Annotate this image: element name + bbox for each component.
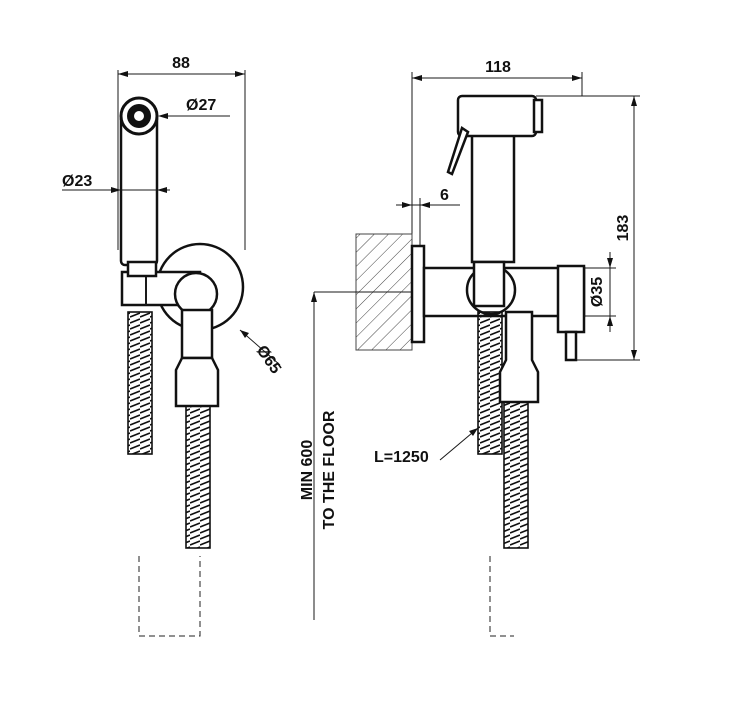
label-holder-diameter: Ø65 bbox=[253, 343, 284, 378]
front-view: 88 Ø27 Ø23 bbox=[62, 55, 284, 637]
dim-hose-length: L=1250 bbox=[374, 427, 479, 466]
label-right-width: 118 bbox=[485, 59, 511, 76]
label-head-diameter: Ø27 bbox=[186, 97, 216, 114]
shower-side bbox=[446, 94, 544, 308]
left-hose-handle bbox=[127, 311, 153, 455]
wall-holder bbox=[120, 242, 245, 408]
dim-holder-diameter: Ø65 bbox=[239, 329, 284, 378]
label-handle-diameter: Ø23 bbox=[62, 173, 92, 190]
right-hose-handle bbox=[477, 311, 503, 455]
dim-left-width: 88 bbox=[117, 55, 246, 250]
dim-floor-distance: MIN 600 TO THE FLOOR bbox=[299, 292, 338, 620]
dim-handle-diameter: Ø23 bbox=[62, 173, 170, 193]
label-valve-diameter: Ø35 bbox=[589, 277, 606, 307]
dim-height: 183 bbox=[536, 95, 640, 361]
dim-head-diameter: Ø27 bbox=[158, 97, 230, 119]
right-hose-supply bbox=[503, 401, 529, 549]
label-wall-gap: 6 bbox=[440, 187, 449, 204]
label-left-width: 88 bbox=[172, 55, 190, 72]
dim-right-width: 118 bbox=[411, 59, 583, 250]
left-hose-supply bbox=[185, 405, 211, 549]
label-height: 183 bbox=[615, 215, 632, 242]
shower-handle bbox=[119, 96, 159, 267]
dim-wall-gap: 6 bbox=[396, 187, 460, 250]
side-view: 118 6 MIN 600 TO THE FLOOR bbox=[299, 59, 640, 637]
label-floor-line1: MIN 600 bbox=[299, 440, 316, 501]
dim-valve-diameter: Ø35 bbox=[584, 252, 616, 332]
label-hose-length: L=1250 bbox=[374, 449, 429, 466]
label-floor-line2: TO THE FLOOR bbox=[321, 410, 338, 529]
